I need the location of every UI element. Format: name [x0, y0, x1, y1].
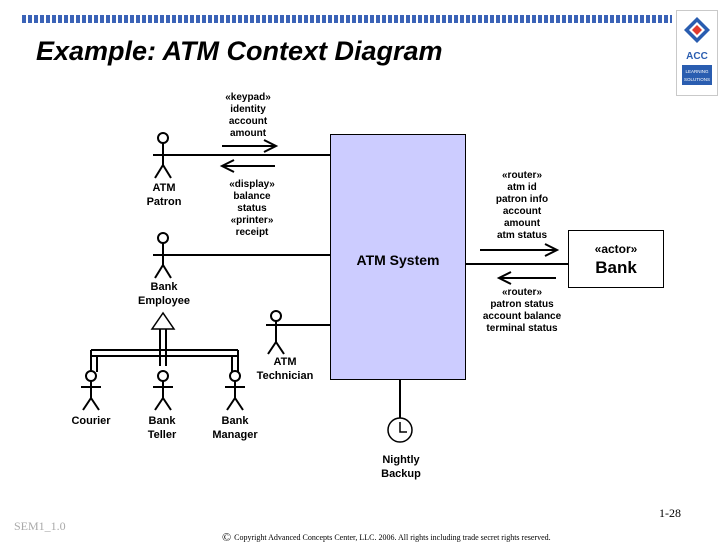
actor-teller-label: Bank Teller: [148, 414, 177, 442]
slide-number: 1-28: [659, 506, 681, 520]
router-in-message-label: «router» patron status account balance t…: [483, 287, 561, 335]
message-line: patron status: [490, 299, 554, 310]
router-out-message-label: «router» atm id patron info account amou…: [496, 170, 548, 242]
acc-logo: ACC LEARNING SOLUTIONS: [676, 10, 718, 96]
actor-courier-name: Courier: [71, 415, 111, 427]
generalization-triangle: [150, 311, 176, 330]
actor-manager-name: Bank Manager: [212, 415, 258, 441]
footer-version: SEM1_1.0: [14, 519, 66, 533]
message-line: «display»: [229, 179, 275, 190]
actor-manager-label: Bank Manager: [212, 414, 257, 442]
message-line: «router»: [501, 170, 542, 181]
actor-technician-label: ATM Technician: [257, 355, 314, 383]
manager-stick-figure-icon: [225, 370, 245, 411]
message-line: atm status: [496, 230, 547, 241]
bank-name: Bank: [595, 258, 637, 277]
message-line: terminal status: [486, 323, 558, 334]
message-line: account balance: [482, 311, 562, 322]
technician-stick-figure-icon: [266, 310, 290, 355]
keypad-arrowhead: [263, 139, 279, 153]
actor-employee-name: Bank Employee: [138, 281, 190, 307]
actor-technician-name: ATM Technician: [256, 356, 314, 382]
message-line: patron info: [495, 194, 549, 205]
router-out-arrowhead: [544, 243, 560, 257]
actor-patron-name: ATM Patron: [146, 182, 182, 208]
message-line: atm id: [507, 182, 537, 193]
logo-tagline-2: SOLUTIONS: [684, 77, 710, 82]
actor-backup-label: Nightly Backup: [381, 453, 421, 481]
display-arrowhead: [219, 159, 235, 173]
atm-system-label: ATM System: [356, 252, 440, 268]
router-in-arrowhead: [496, 271, 512, 285]
message-line: account: [502, 206, 542, 217]
message-line: «printer»: [230, 215, 274, 226]
bank-actor-box: [568, 230, 664, 288]
patron-stick-figure-icon: [153, 132, 177, 179]
message-line: amount: [229, 128, 267, 139]
copyright-symbol: ©: [222, 530, 232, 544]
copyright-text: Copyright Advanced Concepts Center, LLC.…: [234, 533, 551, 542]
actor-teller-name: Bank Teller: [147, 415, 177, 441]
logo-text: ACC: [686, 51, 708, 62]
copyright-notice: ©Copyright Advanced Concepts Center, LLC…: [222, 530, 551, 545]
teller-stick-figure-icon: [153, 370, 173, 411]
atm-system-box: [330, 134, 466, 380]
employee-stick-figure-icon: [153, 232, 177, 279]
message-line: «router»: [501, 287, 543, 298]
slide-title: Example: ATM Context Diagram: [36, 36, 443, 66]
actor-backup-name: Nightly Backup: [381, 454, 421, 480]
header-stripe: [22, 15, 672, 23]
actor-patron-label: ATM Patron: [147, 181, 182, 209]
backup-timer-icon: [387, 417, 413, 443]
display-message-label: «display» balance status «printer» recei…: [229, 179, 275, 239]
logo-tagline-1: LEARNING: [685, 69, 709, 74]
keypad-message-label: «keypad» identity account amount: [225, 92, 271, 140]
message-line: identity: [230, 104, 266, 115]
actor-employee-label: Bank Employee: [138, 280, 190, 308]
actor-courier-label: Courier: [71, 414, 110, 428]
message-line: «keypad»: [225, 92, 271, 103]
message-line: receipt: [235, 227, 269, 238]
courier-stick-figure-icon: [81, 370, 101, 411]
message-line: account: [228, 116, 268, 127]
message-line: status: [237, 203, 267, 214]
bank-stereotype: «actor»: [594, 242, 638, 256]
message-line: balance: [233, 191, 271, 202]
message-line: amount: [503, 218, 541, 229]
